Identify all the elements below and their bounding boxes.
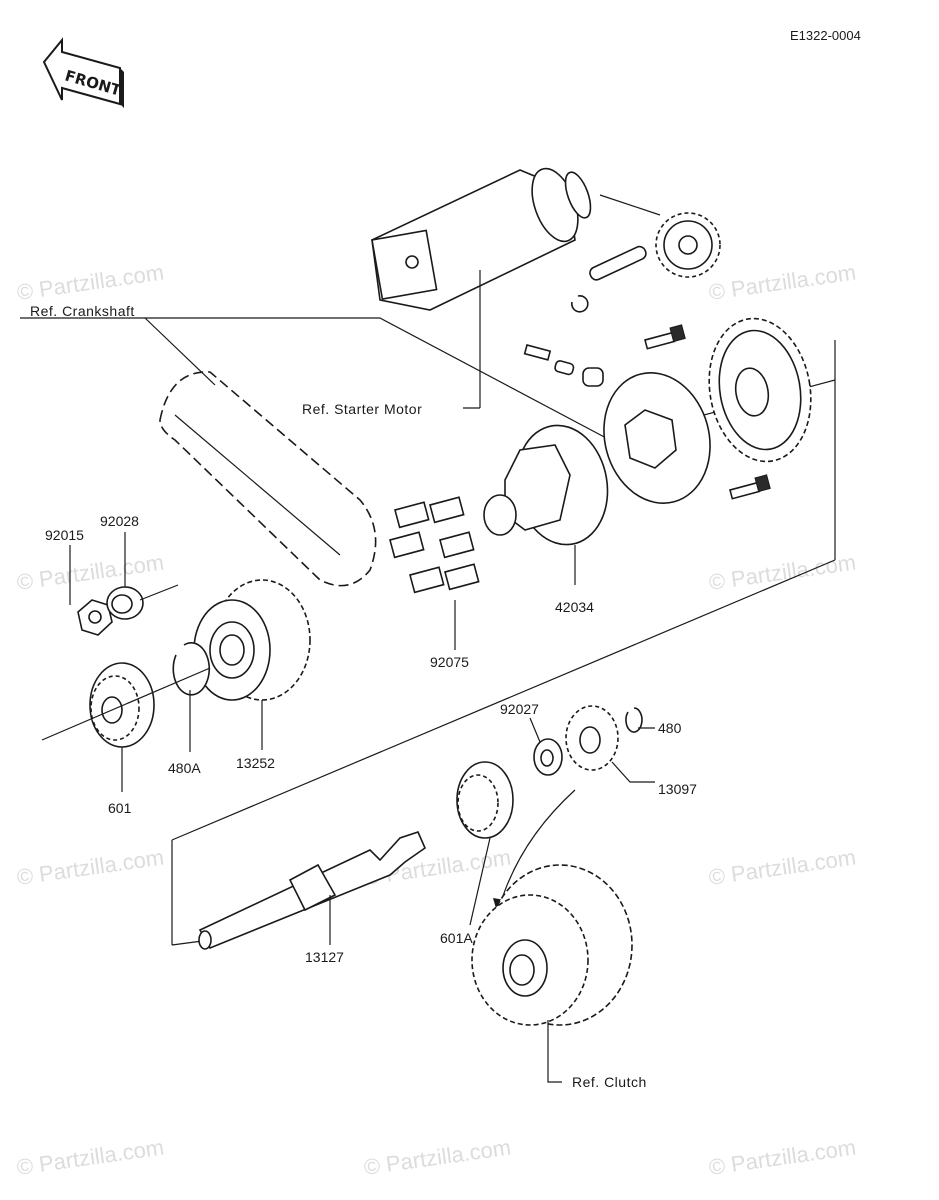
watermark: © Partzilla.com (707, 1135, 857, 1180)
starter-clutch-housing (603, 372, 711, 504)
watermark: © Partzilla.com (15, 260, 165, 305)
label-480: 480 (658, 720, 682, 736)
spring (523, 344, 552, 361)
watermark: © Partzilla.com (362, 1135, 512, 1180)
label-601: 601 (108, 800, 132, 816)
axis-line-lower (41, 667, 211, 741)
watermark: © Partzilla.com (707, 260, 857, 305)
clutch-housing-gear (471, 864, 633, 1026)
part-92075-damper (389, 496, 480, 594)
label-13252: 13252 (236, 755, 275, 771)
frame-line-diagonal (171, 559, 836, 841)
leader-601A (469, 837, 491, 926)
ref-crankshaft: Ref. Crankshaft (30, 303, 135, 319)
circlip (571, 295, 589, 313)
label-42034: 42034 (555, 599, 594, 615)
label-480A: 480A (168, 760, 201, 776)
watermark: © Partzilla.com (15, 845, 165, 890)
watermark: © Partzilla.com (707, 845, 857, 890)
part-13127-shaft (198, 831, 426, 950)
washer-hole (540, 749, 554, 767)
part-480-circlip (625, 707, 643, 733)
front-arrow-icon: FRONT (42, 37, 124, 108)
label-92075: 92075 (430, 654, 469, 670)
watermark: © Partzilla.com (15, 550, 165, 595)
engagement-arrow (599, 194, 661, 216)
curved-arrow (499, 789, 576, 906)
starter-idler-gear (655, 212, 721, 278)
starter-motor (371, 167, 592, 311)
ref-starter-motor: Ref. Starter Motor (302, 401, 422, 417)
ref-clutch: Ref. Clutch (572, 1074, 647, 1090)
label-92028: 92028 (100, 513, 139, 529)
label-92015: 92015 (45, 527, 84, 543)
part-601-bearing (89, 662, 155, 748)
label-13127: 13127 (305, 949, 344, 965)
part-13097-gear (565, 705, 619, 771)
label-13097: 13097 (658, 781, 697, 797)
leader-92027 (529, 717, 541, 743)
clutch-leader (547, 1020, 562, 1083)
bolt-lower (729, 474, 771, 500)
leader-13097 (611, 761, 655, 783)
crankshaft-leader (144, 317, 216, 386)
label-601A: 601A (440, 930, 473, 946)
shaft-axis-line (139, 584, 179, 601)
watermark: © Partzilla.com (15, 1135, 165, 1180)
roller (582, 367, 604, 387)
part-480A-circlip (172, 642, 211, 696)
collar-hole (111, 594, 133, 614)
diagram-code: E1322-0004 (790, 28, 861, 43)
nut-hole (88, 610, 102, 624)
label-92027: 92027 (500, 701, 539, 717)
part-13252-gear (193, 579, 311, 701)
bolt-upper (644, 324, 686, 350)
part-601A-bearing (456, 761, 514, 839)
spring-cap (554, 360, 575, 376)
starter-clutch-gear (708, 317, 812, 463)
part-42034-gear-hub (483, 424, 609, 546)
primary-chain (159, 371, 377, 587)
idler-shaft (589, 245, 647, 281)
